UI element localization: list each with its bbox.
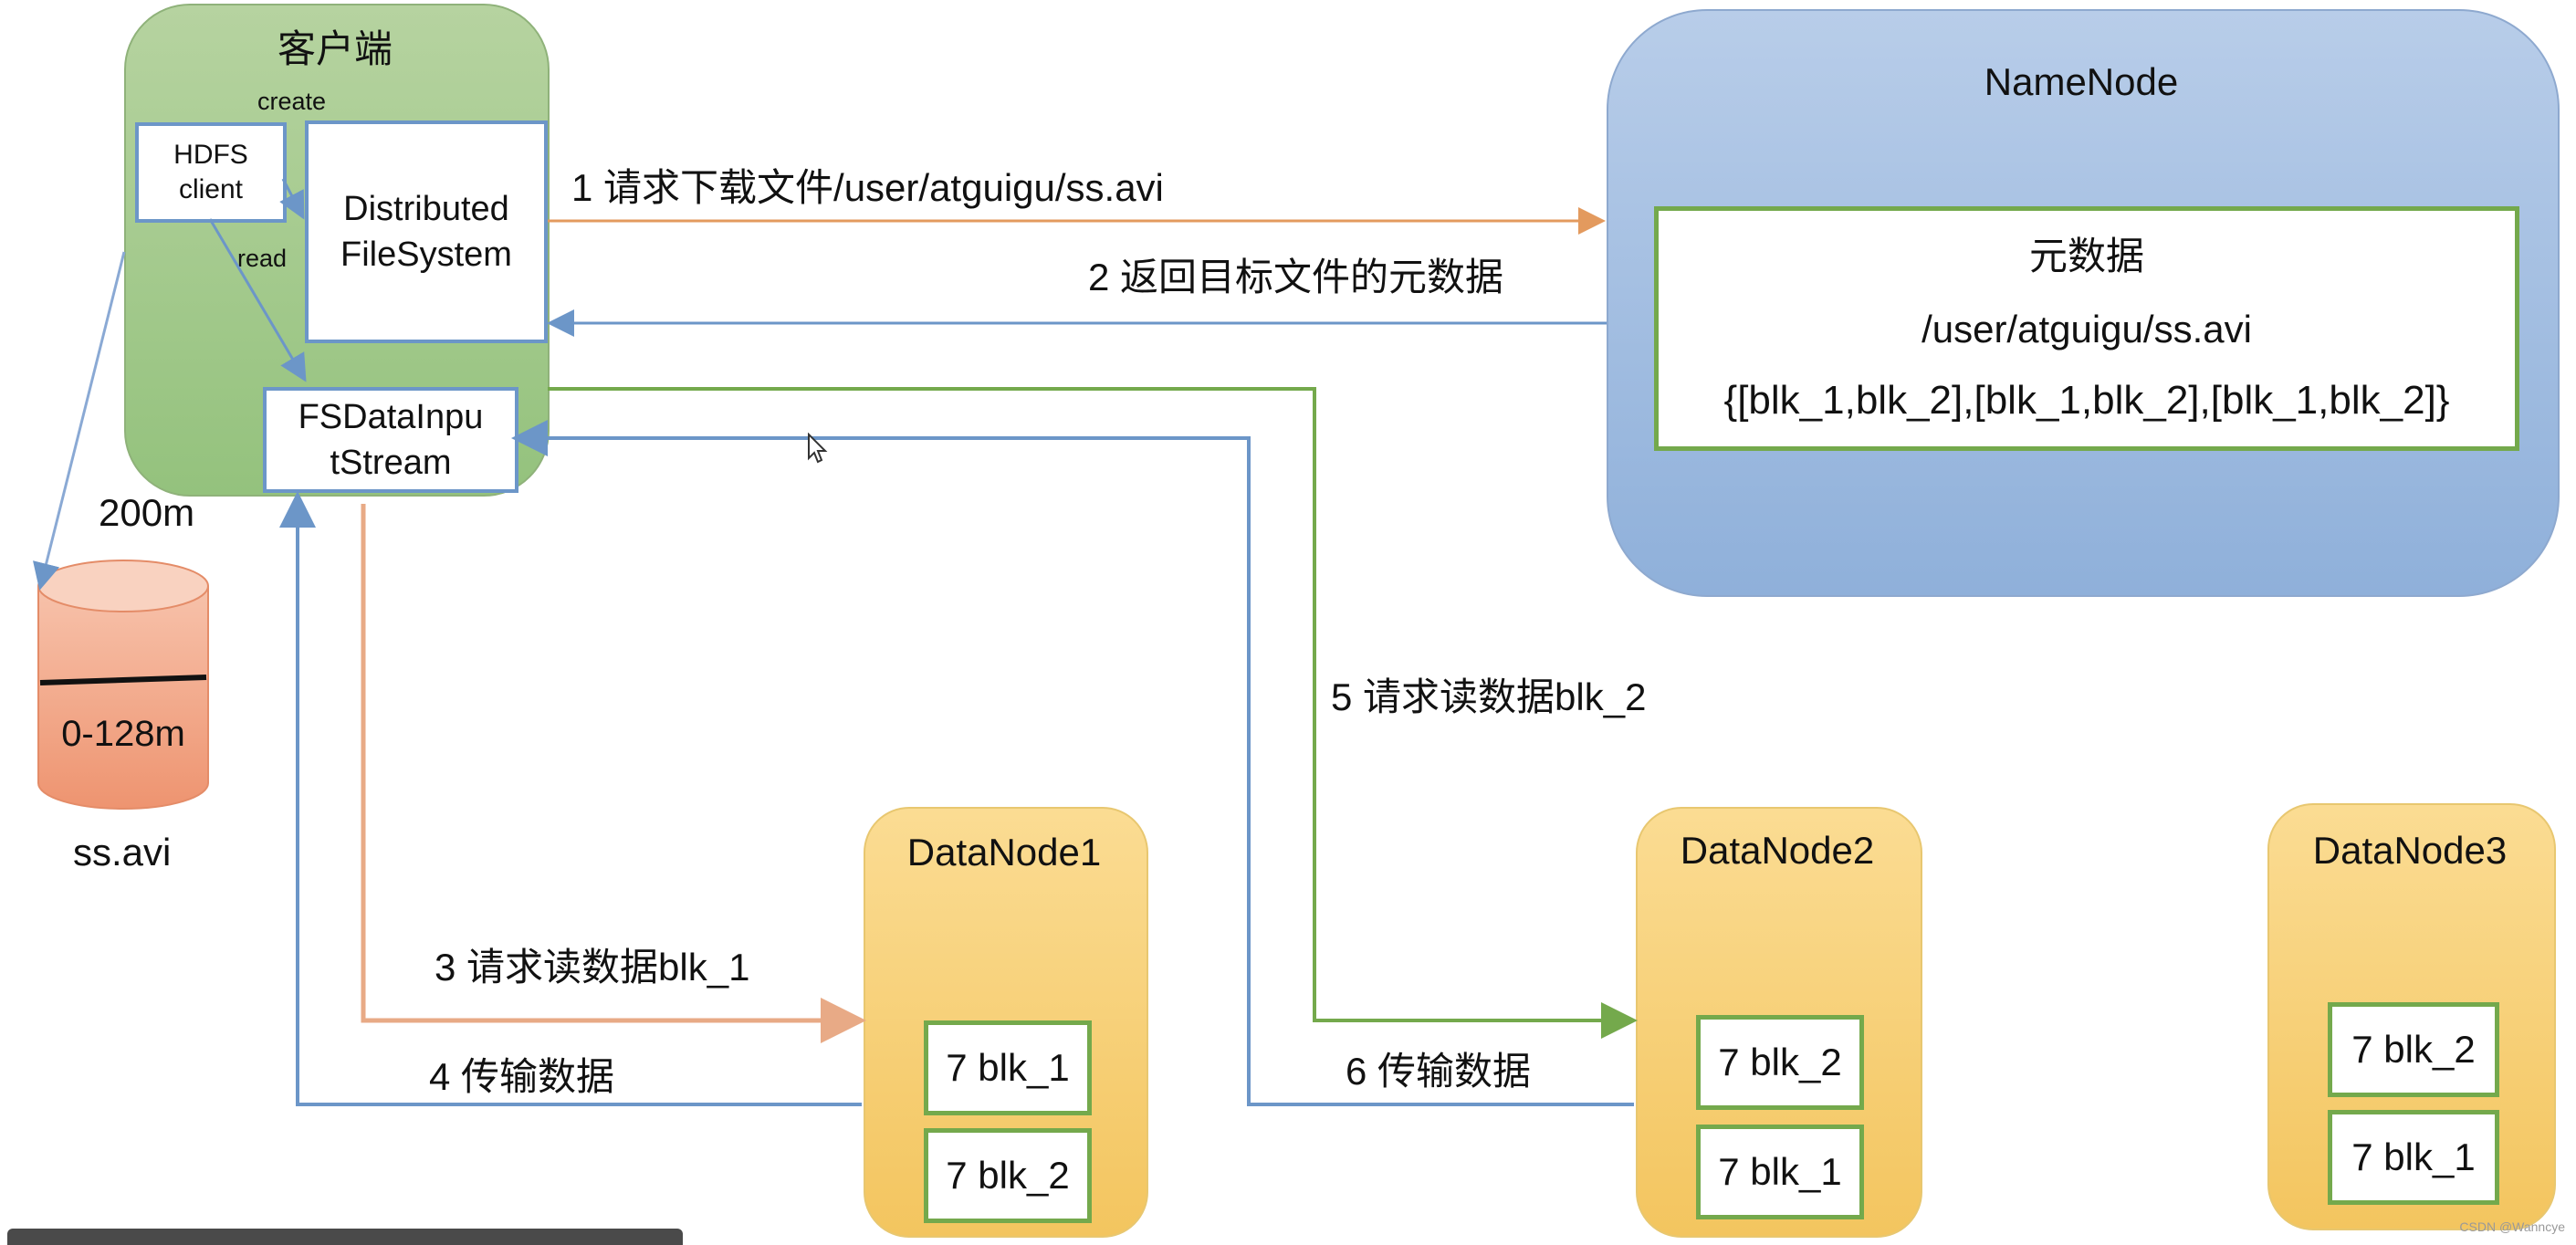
client-to-file-arrow [32, 251, 126, 591]
hdfs-client-box: HDFS client [135, 122, 287, 223]
fsdatainputstream-label: FSDataInpu tStream [298, 398, 484, 482]
create-arrow [279, 178, 305, 220]
step4-label: 4 传输数据 [429, 1055, 615, 1098]
file-cylinder [37, 560, 209, 810]
file-size-label: 200m [99, 491, 195, 534]
step6-label: 6 传输数据 [1346, 1050, 1532, 1093]
datanode3-title: DataNode3 [2312, 829, 2508, 872]
metadata-box: 元数据 /user/atguigu/ss.avi {[blk_1,blk_2],… [1654, 206, 2519, 451]
datanode1-title: DataNode1 [906, 831, 1102, 874]
datanode1-block-1: 7 blk_1 [924, 1020, 1092, 1115]
metadata-path: /user/atguigu/ss.avi [1922, 308, 2252, 350]
distributed-filesystem-label: Distributed FileSystem [340, 190, 512, 274]
file-name-label: ss.avi [73, 831, 172, 874]
client-title: 客户端 [277, 26, 393, 70]
distributed-filesystem-box: Distributed FileSystem [305, 120, 548, 343]
create-label: create [257, 88, 327, 115]
datanode3-block-1: 7 blk_2 [2328, 1002, 2499, 1097]
hdfs-client-label: HDFS client [173, 140, 248, 204]
datanode3-block-2: 7 blk_1 [2328, 1110, 2499, 1205]
read-arrow [208, 218, 307, 382]
namenode-title: NameNode [1984, 60, 2179, 103]
datanode2-block-2: 7 blk_1 [1696, 1125, 1864, 1219]
bottom-progress-bar[interactable] [7, 1229, 683, 1245]
file-block-label: 0-128m [61, 713, 185, 754]
step2-label: 2 返回目标文件的元数据 [1088, 256, 1504, 298]
step1-label: 1 请求下载文件/user/atguigu/ss.avi [571, 166, 1164, 209]
fsdatainputstream-box: FSDataInpu tStream [263, 387, 518, 493]
watermark: CSDN @Wanncye [2459, 1219, 2565, 1234]
datanode2-block-1: 7 blk_2 [1696, 1015, 1864, 1110]
step3-arrow [361, 504, 866, 1043]
step6-arrow [511, 420, 1634, 1106]
step5-arrow [548, 387, 1638, 1039]
datanode1-block-2: 7 blk_2 [924, 1128, 1092, 1223]
datanode2-title: DataNode2 [1680, 829, 1875, 872]
step4-arrow [279, 491, 862, 1106]
mouse-cursor-icon [808, 433, 828, 464]
metadata-title: 元数据 [2028, 234, 2144, 277]
metadata-blocks: {[blk_1,blk_2],[blk_1,blk_2],[blk_1,blk_… [1723, 378, 2450, 423]
step5-label: 5 请求读数据blk_2 [1331, 675, 1647, 718]
step3-label: 3 请求读数据blk_1 [435, 946, 750, 989]
read-label: read [237, 245, 288, 272]
